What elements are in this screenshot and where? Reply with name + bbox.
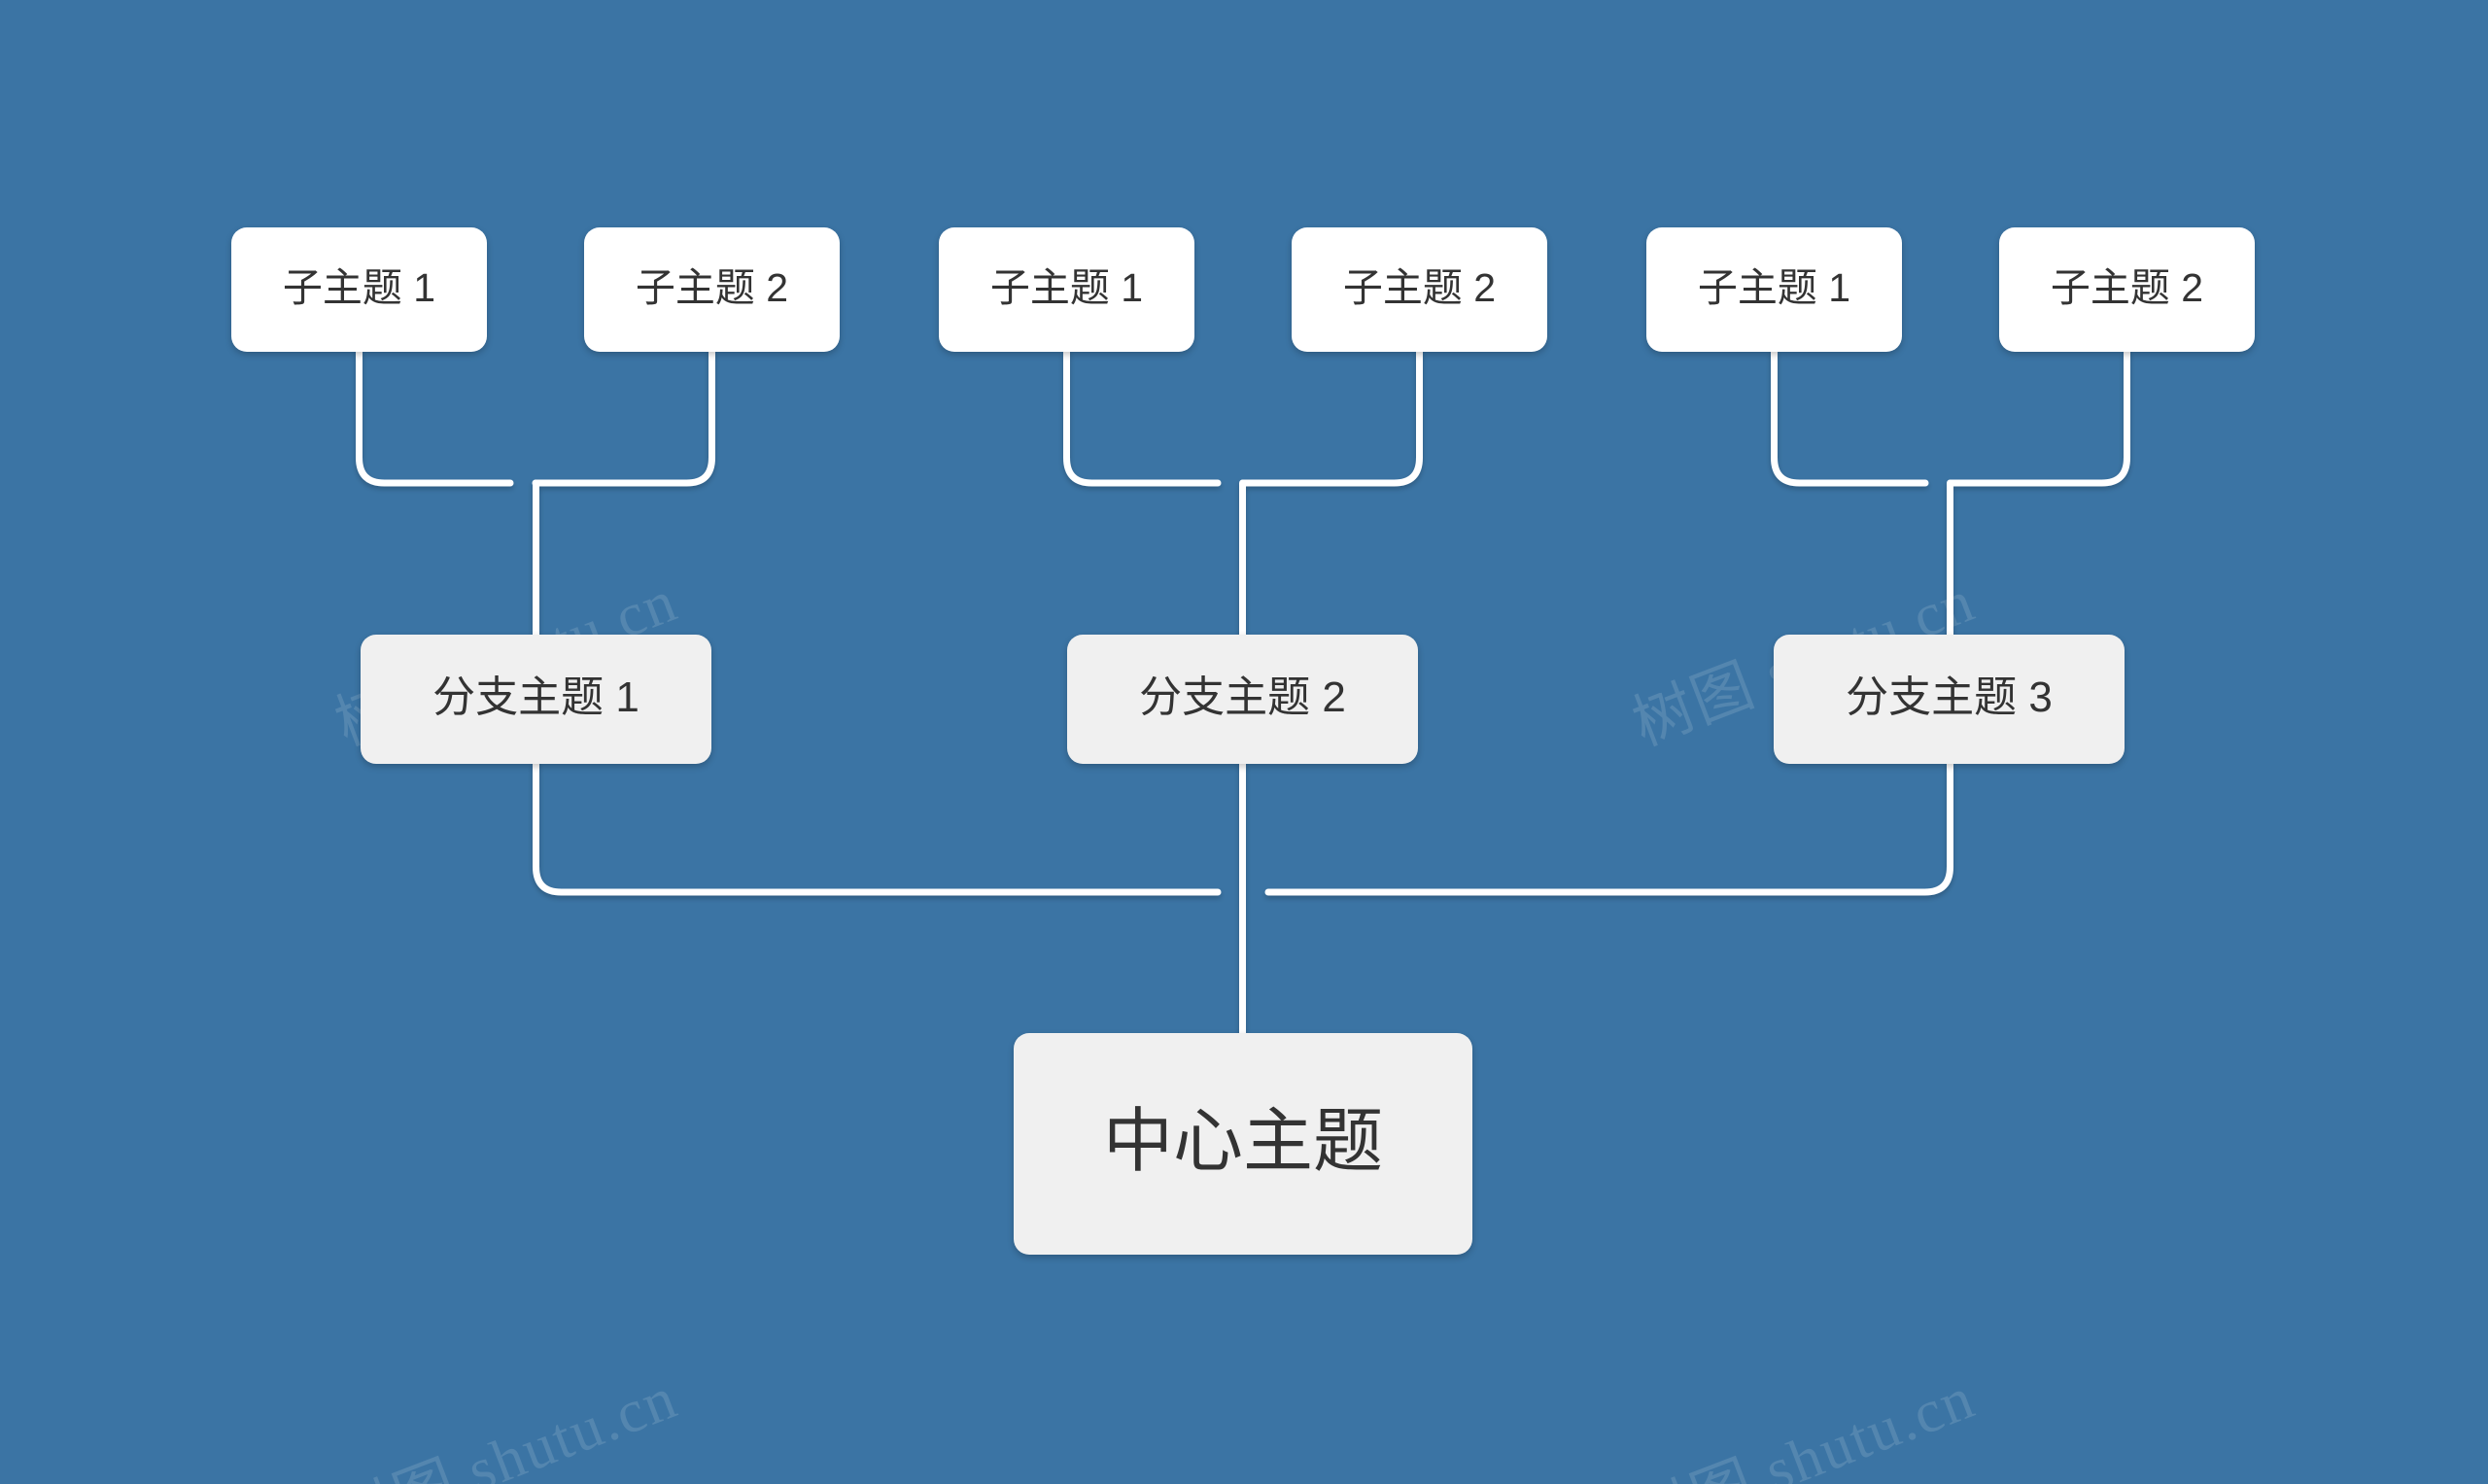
node-sub-topic-3-1[interactable]: 子主题 1	[1646, 227, 1902, 352]
node-label: 分支主题 2	[1139, 673, 1346, 721]
node-center-topic[interactable]: 中心主题	[1014, 1033, 1472, 1255]
node-label: 分支主题 1	[432, 673, 639, 721]
node-branch-topic-2[interactable]: 分支主题 2	[1067, 635, 1418, 764]
node-label: 子主题 2	[1342, 264, 1497, 310]
node-label: 子主题 2	[2050, 264, 2204, 310]
node-label: 子主题 1	[989, 264, 1144, 310]
node-label: 中心主题	[1102, 1103, 1383, 1181]
node-sub-topic-1-2[interactable]: 子主题 2	[584, 227, 840, 352]
node-label: 子主题 1	[282, 264, 436, 310]
node-branch-topic-1[interactable]: 分支主题 1	[361, 635, 711, 764]
node-sub-topic-1-1[interactable]: 子主题 1	[231, 227, 487, 352]
node-sub-topic-3-2[interactable]: 子主题 2	[1999, 227, 2255, 352]
node-sub-topic-2-1[interactable]: 子主题 1	[939, 227, 1194, 352]
node-label: 子主题 1	[1697, 264, 1851, 310]
node-label: 子主题 2	[635, 264, 789, 310]
node-sub-topic-2-2[interactable]: 子主题 2	[1292, 227, 1547, 352]
node-label: 分支主题 3	[1846, 673, 2053, 721]
node-branch-topic-3[interactable]: 分支主题 3	[1774, 635, 2125, 764]
